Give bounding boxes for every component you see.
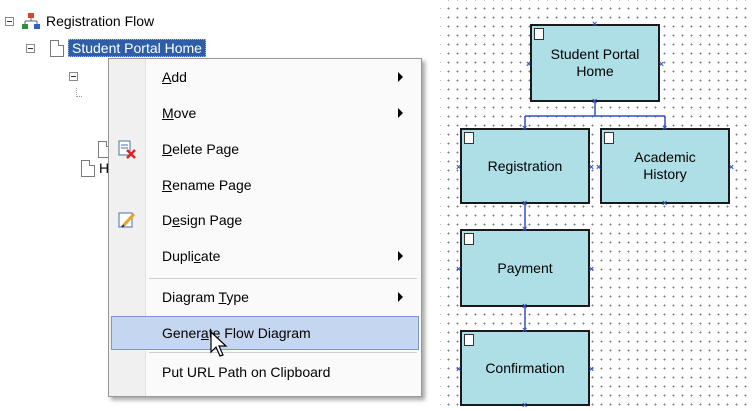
port-icon: × [522, 123, 528, 133]
port-icon: × [456, 364, 462, 374]
submenu-arrow-icon [398, 108, 403, 118]
collapse-icon[interactable] [5, 16, 14, 26]
port-icon: × [592, 96, 598, 106]
menu-item-move[interactable]: Move [111, 98, 419, 128]
menu-item-rename-page[interactable]: Rename Page [111, 170, 419, 200]
menu-item-design-page[interactable]: Design Page [111, 205, 419, 235]
menu-item-label: Rename Page [162, 177, 252, 193]
menu-item-label: Design Page [162, 212, 243, 228]
page-corner-icon [534, 28, 544, 40]
tree-root-row[interactable]: Registration Flow [5, 11, 154, 31]
menu-item-generate-flow-diagram[interactable]: Generate Flow Diagram [111, 316, 419, 350]
menu-item-duplicate[interactable]: Duplicate [111, 241, 419, 271]
page-corner-icon [464, 334, 474, 346]
delete-page-icon [118, 140, 136, 159]
submenu-arrow-icon [398, 251, 403, 261]
port-icon: × [522, 224, 528, 234]
menu-item-label: Diagram Type [162, 289, 249, 305]
connector-lines [524, 102, 666, 330]
port-icon: × [456, 264, 462, 274]
tree-child-row[interactable] [69, 66, 78, 86]
collapse-icon[interactable] [26, 43, 35, 53]
tree-item-student-portal-home[interactable]: Student Portal Home [26, 38, 206, 58]
tree-selected-label[interactable]: Student Portal Home [68, 39, 206, 57]
diagram-canvas[interactable]: Student Portal Home × × × × Registration… [440, 0, 752, 411]
menu-item-label: Move [162, 105, 197, 121]
node-label: Student Portal Home [550, 46, 640, 79]
port-icon: × [522, 325, 528, 335]
tree-connector [76, 88, 82, 97]
port-icon: × [728, 162, 734, 172]
node-label: Payment [497, 259, 553, 276]
port-icon: × [662, 123, 668, 133]
page-corner-icon [604, 132, 614, 144]
sitemap-icon [22, 13, 40, 29]
port-icon: × [588, 162, 594, 172]
mouse-cursor-icon [210, 331, 228, 357]
menu-item-put-url-path[interactable]: Put URL Path on Clipboard [111, 357, 419, 387]
submenu-arrow-icon [398, 72, 403, 82]
node-academic-history[interactable]: Academic History × × × × [596, 124, 734, 208]
port-icon: × [588, 264, 594, 274]
menu-item-label: Delete Page [162, 141, 240, 157]
port-icon: × [588, 364, 594, 374]
node-confirmation[interactable]: Confirmation × × × × [456, 326, 594, 410]
page-corner-icon [464, 132, 474, 144]
port-icon: × [522, 301, 528, 311]
node-payment[interactable]: Payment × × × × [456, 225, 594, 311]
port-icon: × [522, 198, 528, 208]
menu-item-label: Duplicate [162, 248, 221, 264]
menu-separator [149, 352, 417, 353]
menu-separator [149, 278, 417, 279]
page-icon [50, 39, 64, 57]
port-icon: × [522, 400, 528, 410]
node-student-portal-home[interactable]: Student Portal Home × × × × [526, 20, 664, 106]
node-registration[interactable]: Registration × × × × [456, 124, 594, 208]
design-page-icon [118, 212, 136, 228]
submenu-arrow-icon [398, 292, 403, 302]
page-corner-icon [464, 233, 474, 245]
tree-root-label[interactable]: Registration Flow [46, 13, 155, 29]
context-menu: Add Move Delete Page Rename Page Design … [108, 58, 422, 397]
port-icon: × [662, 198, 668, 208]
port-icon: × [526, 59, 532, 69]
node-label: Registration [487, 157, 563, 174]
collapse-icon[interactable] [69, 71, 78, 81]
port-icon: × [592, 19, 598, 29]
node-label: Confirmation [485, 359, 565, 376]
menu-item-label: Put URL Path on Clipboard [162, 364, 331, 380]
tree-item-h[interactable]: H [81, 158, 109, 178]
menu-item-label: Generate Flow Diagram [162, 325, 311, 341]
node-label: Academic History [634, 149, 696, 182]
port-icon: × [456, 162, 462, 172]
menu-item-diagram-type[interactable]: Diagram Type [111, 282, 419, 312]
menu-item-add[interactable]: Add [111, 62, 419, 92]
port-icon: × [658, 59, 664, 69]
menu-item-delete-page[interactable]: Delete Page [111, 134, 419, 164]
port-icon: × [596, 162, 602, 172]
menu-item-label: Add [162, 69, 187, 85]
tree-item-label[interactable]: H [99, 160, 110, 176]
page-icon [81, 159, 95, 177]
